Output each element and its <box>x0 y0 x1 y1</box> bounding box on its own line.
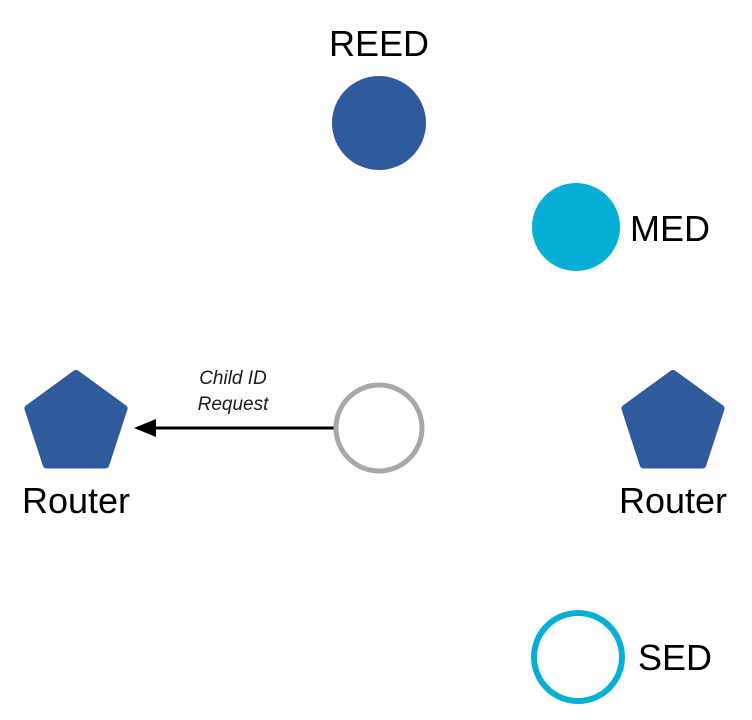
node-label-router-right: Router <box>619 480 727 521</box>
node-sed[interactable]: SED <box>531 610 712 704</box>
sed-circle-icon[interactable] <box>531 610 625 704</box>
node-router-right[interactable]: Router <box>619 370 727 521</box>
router-pentagon-icon[interactable] <box>621 370 725 469</box>
node-med[interactable]: MED <box>532 183 710 271</box>
node-joining-device[interactable] <box>333 382 425 474</box>
node-reed[interactable]: REED <box>329 23 429 170</box>
joining-device-circle-icon[interactable] <box>333 382 425 474</box>
edge-label-child-id-request-line2: Request <box>198 394 269 415</box>
med-circle-icon[interactable] <box>532 183 620 271</box>
node-label-reed: REED <box>329 23 429 64</box>
node-label-sed: SED <box>638 637 712 678</box>
node-label-router-left: Router <box>22 480 130 521</box>
node-router-left[interactable]: Router <box>22 370 130 521</box>
edge-child-id-request: Child ID Request <box>134 368 334 437</box>
reed-circle-icon[interactable] <box>332 76 426 170</box>
router-pentagon-icon[interactable] <box>24 370 128 469</box>
node-label-med: MED <box>630 208 710 249</box>
child-id-request-arrow-head <box>134 419 156 437</box>
edge-label-child-id-request-line1: Child ID <box>199 368 267 389</box>
